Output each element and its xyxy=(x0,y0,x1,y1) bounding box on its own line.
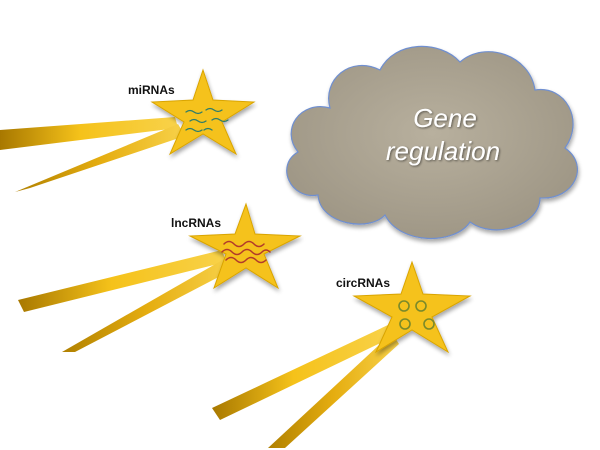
wavy-strands-icon xyxy=(221,240,271,264)
cloud-title-line2: regulation xyxy=(386,136,500,166)
comet-tail-lncrnas xyxy=(18,250,232,352)
comet-tail-mirnas xyxy=(0,117,185,192)
cloud-shape xyxy=(286,45,578,240)
cloud-title-line1: Gene xyxy=(413,103,477,133)
star-circrnas: circRNAs xyxy=(212,260,472,448)
star-shape-circrnas xyxy=(352,260,472,354)
label-circrnas: circRNAs xyxy=(336,276,390,290)
star-lncrnas: lncRNAs xyxy=(18,202,302,352)
comet-tail-circrnas xyxy=(212,325,399,448)
circles-icon xyxy=(398,300,435,330)
label-mirnas: miRNAs xyxy=(128,83,175,97)
star-mirnas: miRNAs xyxy=(0,68,256,192)
star-shape-lncrnas xyxy=(188,202,302,290)
short-strands-icon xyxy=(185,107,229,133)
gene-regulation-cloud: Gene regulation xyxy=(286,45,578,240)
star-shape-mirnas xyxy=(150,68,256,156)
label-lncrnas: lncRNAs xyxy=(171,216,221,230)
